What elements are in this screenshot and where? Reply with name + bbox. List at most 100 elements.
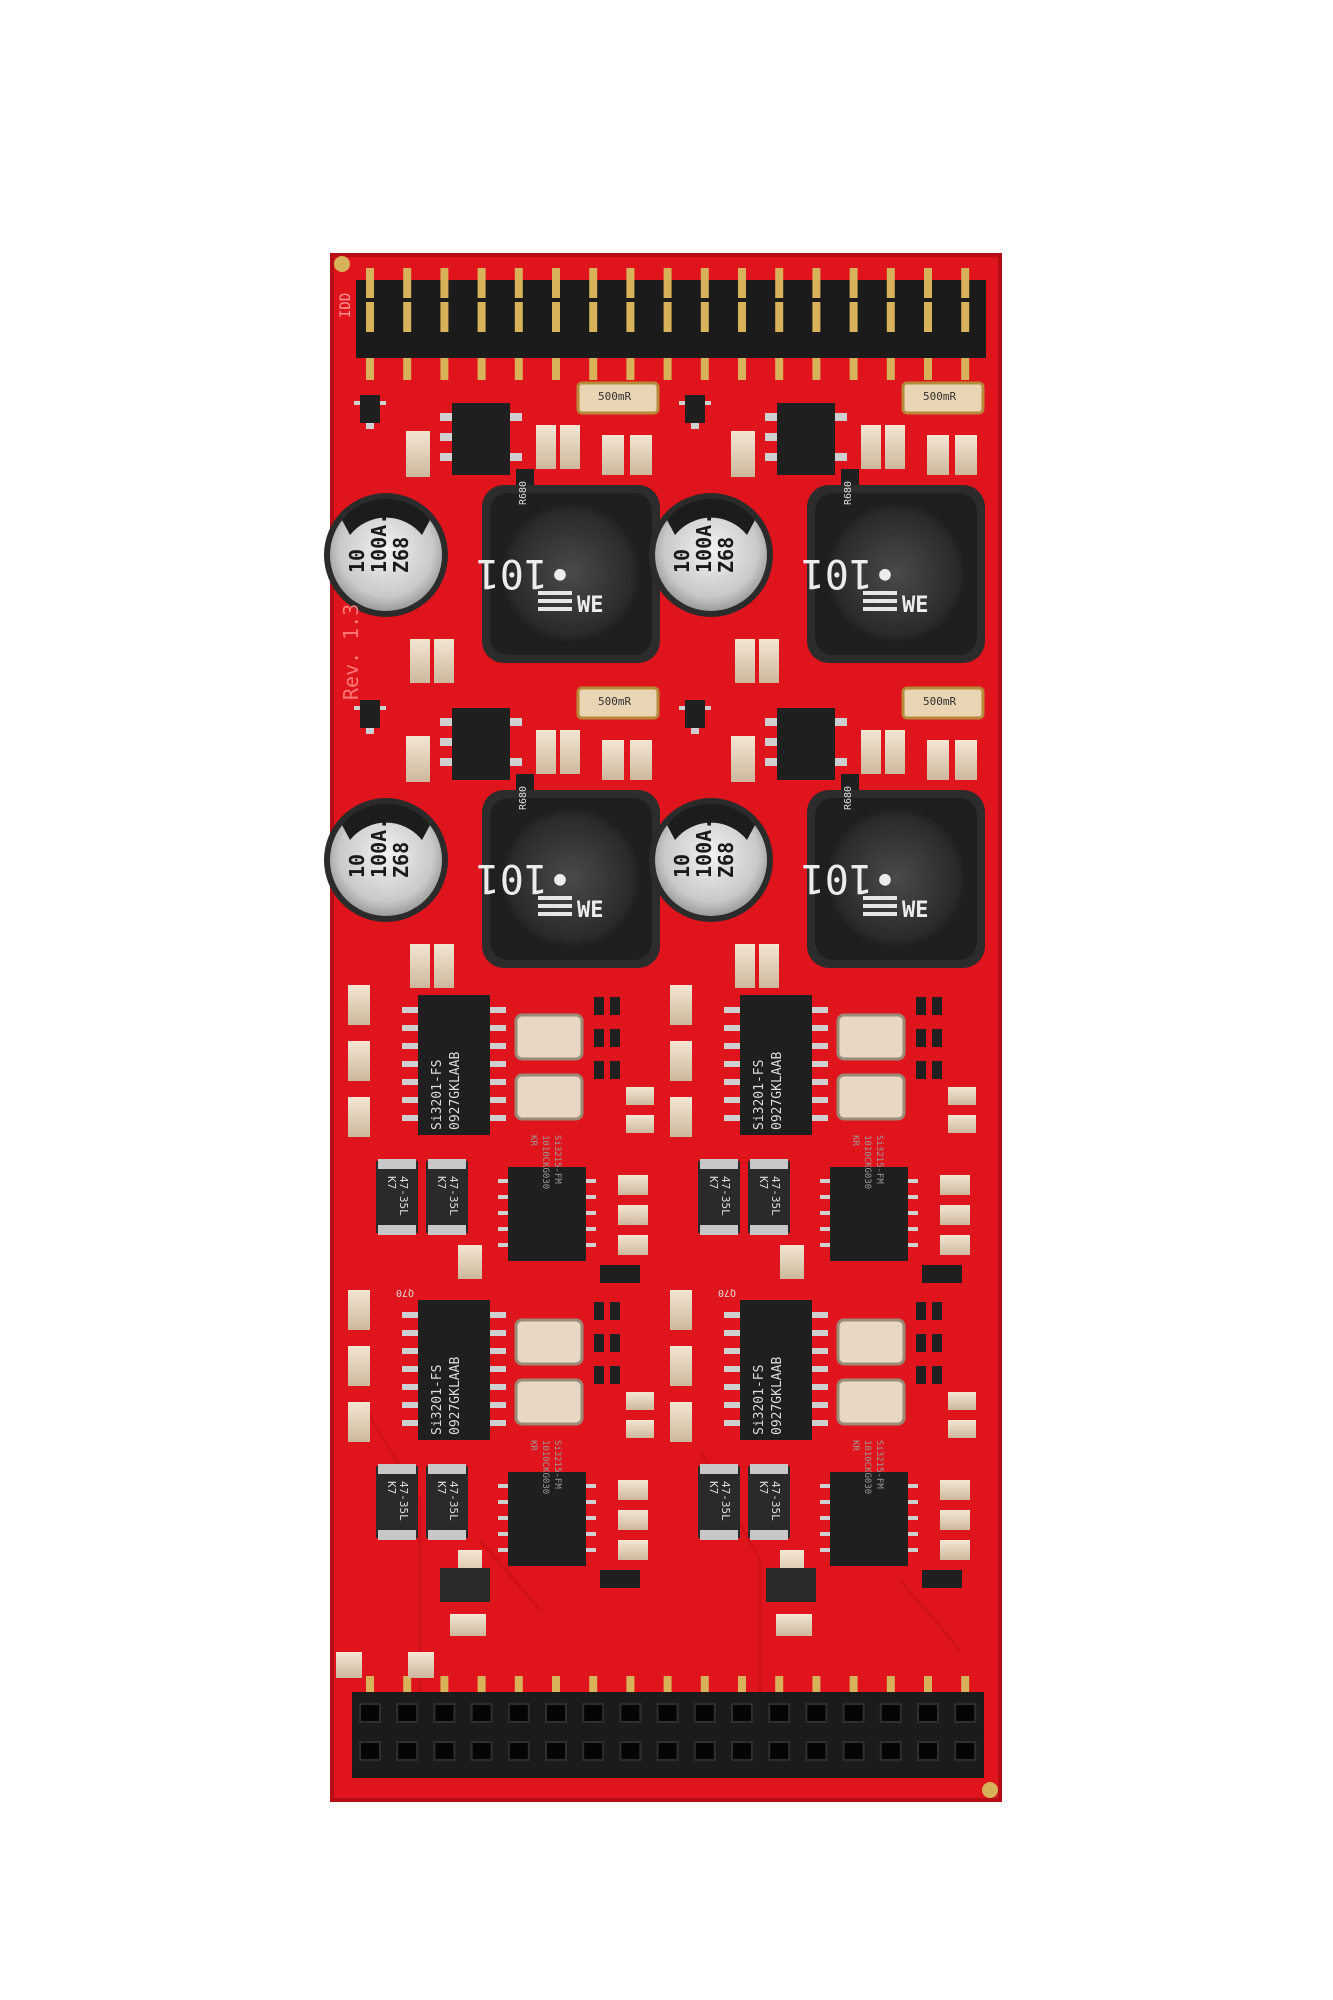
socket-hole [619,1703,642,1723]
header-pin [775,302,784,332]
socket-hole [582,1703,605,1723]
header-pin-leg [552,358,560,380]
socket-hole [768,1741,791,1761]
socket-hole [917,1703,939,1723]
diode-label: 47-35L [447,1481,460,1521]
socket-hole [879,1741,902,1761]
codec-lot-label: 1010CKG030 [540,1440,550,1494]
header-pin [849,302,858,332]
capacitor-value: 10 [670,549,694,573]
header-pin [626,302,635,332]
diode-label: 47-35L [397,1481,410,1521]
capacitor-code: Z68 [714,842,738,878]
socket-pin [738,1676,746,1692]
header-pin-leg [924,358,932,380]
capacitor-code: Z68 [389,842,413,878]
codec-chip-label: Si3215-FM [874,1135,884,1184]
socket-hole [359,1741,381,1761]
top-pin-header [356,268,986,380]
diode-label: 47-35L [719,1176,732,1216]
socket-hole [433,1703,456,1723]
codec-lot-label: 1010CKG030 [862,1440,872,1494]
header-pin [440,302,449,332]
diode-label: 47-35L [397,1176,410,1216]
socket-hole [396,1703,419,1723]
header-pin [924,268,932,298]
pad-label: R680 [843,786,854,810]
socket-hole [917,1741,939,1761]
socket-hole [582,1741,605,1761]
socket-pin [775,1676,784,1692]
diode-label: 47-35L [719,1481,732,1521]
socket-hole [693,1741,716,1761]
header-pin-leg [700,358,709,380]
codec-origin-label: KR [528,1440,538,1451]
header-pin-leg [738,358,746,380]
header-pin [663,302,672,332]
socket-pin [403,1676,412,1692]
socket-pin [700,1676,709,1692]
socket-hole [731,1703,753,1723]
capacitor-value: 10 [345,549,369,573]
socket-pin [477,1676,486,1692]
socket-pin [924,1676,932,1692]
fuse-label: 500mR [598,695,631,708]
inductor-code: •101 [801,855,897,901]
socket-hole [805,1703,828,1723]
socket-hole [656,1703,679,1723]
diode-code: K7 [757,1176,770,1189]
header-pin [477,302,486,332]
socket-hole [396,1741,419,1761]
bottom-socket-header [352,1676,984,1778]
diode-code: K7 [385,1481,398,1494]
capacitor-code: Z68 [714,537,738,573]
header-pin [589,302,598,332]
header-pin [366,268,374,298]
inductor-code: •101 [476,550,572,596]
capacitor-value: 10 [345,854,369,878]
socket-hole [842,1741,865,1761]
header-pin-leg [440,358,449,380]
codec-chip-label: Si3215-FM [874,1440,884,1489]
pad-label: Q70 [718,1287,736,1298]
header-pins [366,268,970,380]
header-pin [514,268,523,298]
slic-lot-label: 0927GKLAAB [770,1357,785,1435]
diode-code: K7 [435,1176,448,1189]
header-pin-leg [663,358,672,380]
header-pin [477,268,486,298]
socket-hole [470,1741,493,1761]
inductor-brand: WE [577,898,604,923]
header-pin [403,302,412,332]
socket-pin [886,1676,895,1692]
header-pin [589,268,598,298]
socket-hole [619,1741,642,1761]
header-pin [552,302,560,332]
header-pin [886,302,895,332]
fuse-label: 500mR [923,695,956,708]
header-pin [366,302,374,332]
socket-pin [514,1676,523,1692]
header-pin-leg [849,358,858,380]
header-pin-leg [514,358,523,380]
socket-pin [626,1676,635,1692]
socket-hole [954,1703,977,1723]
header-pin [626,268,635,298]
diode-code: K7 [435,1481,448,1494]
diode-label: 47-35L [769,1176,782,1216]
socket-hole [470,1703,493,1723]
header-pin [663,268,672,298]
socket-hole [842,1703,865,1723]
pad-label: Q70 [396,1287,414,1298]
codec-origin-label: KR [850,1440,860,1451]
inductor-brand: WE [577,593,604,618]
socket-pin [366,1676,374,1692]
inductor-code: •101 [801,550,897,596]
diode-label: 47-35L [447,1176,460,1216]
capacitor-value: 10 [670,854,694,878]
inductor-code: •101 [476,855,572,901]
socket-hole [693,1703,716,1723]
codec-chip-label: Si3215-FM [552,1440,562,1489]
socket-pin [961,1676,970,1692]
fuse-label: 500mR [923,390,956,403]
